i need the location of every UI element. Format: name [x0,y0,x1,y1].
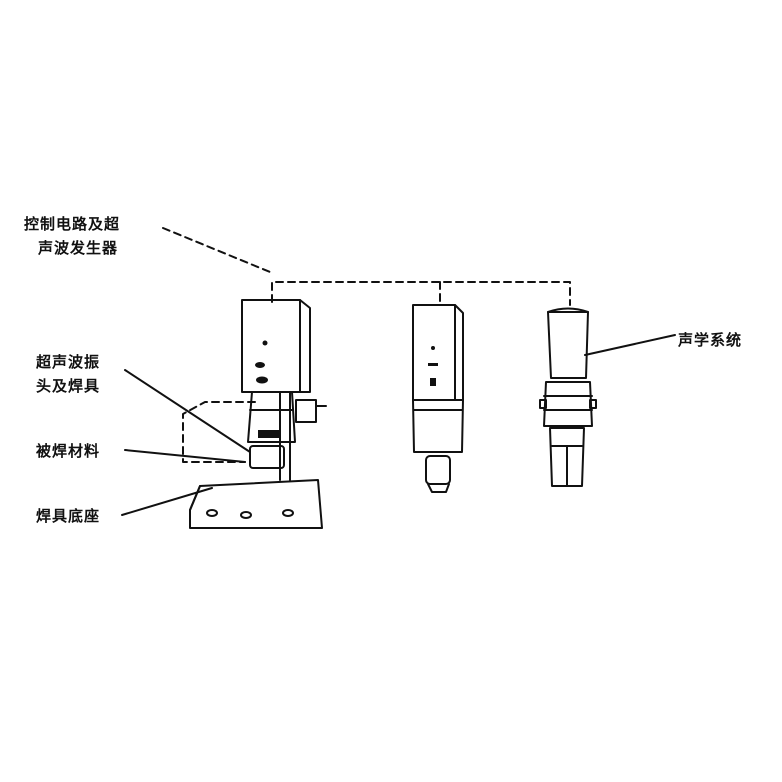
label-horn-line1: 超声波振 [36,353,101,371]
label-acoustic-system: 声学系统 [678,331,743,349]
label-control-circuit-line1: 控制电路及超 [24,215,121,233]
welder-tip [249,445,285,469]
welder-machine [189,299,327,529]
transducer-body [412,399,464,453]
acoustic-system [539,307,597,487]
label-fixture-base: 焊具底座 [36,507,101,525]
label-welded-material: 被焊材料 [36,442,101,460]
generator-module [412,304,464,493]
label-control-circuit-line2: 声波发生器 [38,239,119,257]
acoustic-horn [549,427,585,487]
transducer-tip [425,455,451,485]
welder-horn-stack [247,391,296,443]
acoustic-converter [547,311,589,379]
signal-connection-lines [162,227,571,463]
welder-base [189,479,323,529]
welder-control-housing [241,299,311,393]
generator-housing [412,304,464,401]
acoustic-booster [543,381,593,427]
label-horn-line2: 头及焊具 [36,377,101,395]
